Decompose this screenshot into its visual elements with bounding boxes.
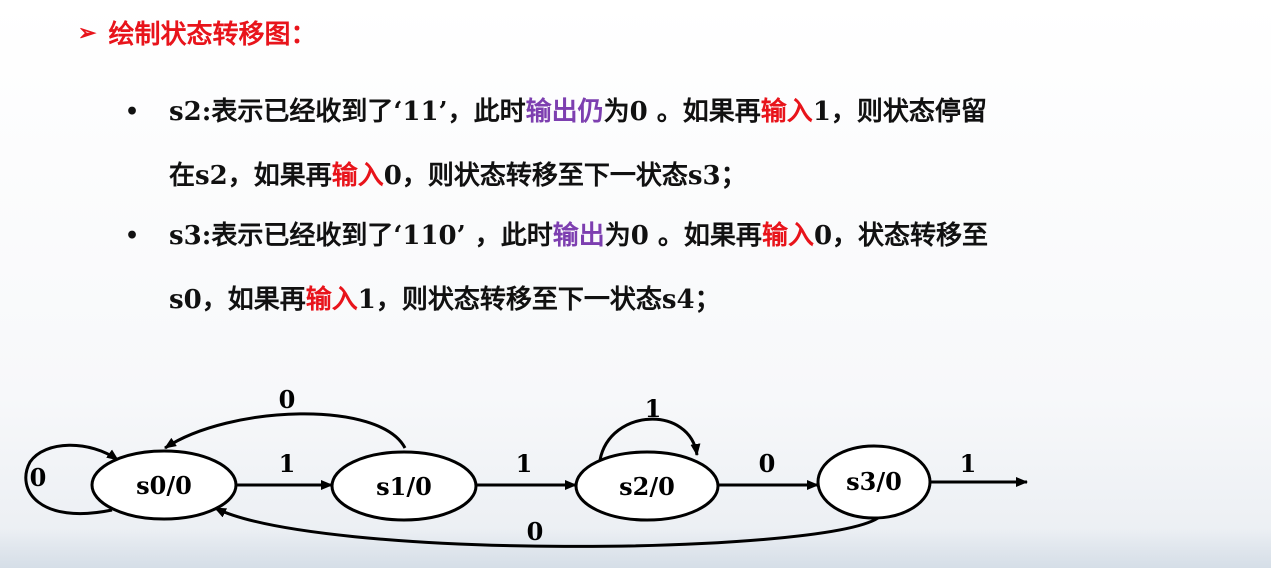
bullet-s2-line1: s2:表示已经收到了‘11’，此时输出仍为0 。如果再输入1，则状态停留 <box>125 80 1245 144</box>
input-highlight: 输入 <box>760 97 813 127</box>
heading-text: 绘制状态转移图： <box>108 20 317 50</box>
input-highlight: 输入 <box>331 161 384 191</box>
edge-s3-to-s0 <box>214 506 879 548</box>
state-label-s2: s2/0 <box>619 472 675 501</box>
edge-label-s3-out: 1 <box>960 449 977 478</box>
state-node-s0 <box>90 449 238 521</box>
state-node-s3 <box>816 444 932 520</box>
edge-label-s1-to-s0: 0 <box>279 385 296 414</box>
text-segment: 为0 。如果再 <box>603 97 761 127</box>
slide-heading: ➢ 绘制状态转移图： <box>78 14 316 51</box>
text-segment: s3:表示已经收到了‘110’ ，此时 <box>169 221 553 251</box>
bullet-dot-icon: • <box>125 223 140 249</box>
arrow-bullet-icon: ➢ <box>78 19 97 46</box>
state-label-s1: s1/0 <box>376 472 432 501</box>
edge-label-s3-to-s0: 0 <box>527 517 544 546</box>
text-segment: 在s2，如果再 <box>169 161 332 191</box>
edge-s1-to-s0 <box>164 412 407 450</box>
state-label-s0: s0/0 <box>136 471 192 500</box>
output-highlight: 输出仍 <box>525 97 604 127</box>
bullet-s2: • s2:表示已经收到了‘11’，此时输出仍为0 。如果再输入1，则状态停留 在… <box>125 80 1245 208</box>
edge-s2-self <box>598 417 701 461</box>
edge-label-s0-to-s1: 1 <box>279 449 296 478</box>
edge-s0-self <box>24 443 119 516</box>
output-highlight: 输出 <box>552 221 605 251</box>
text-segment: s2:表示已经收到了‘11’，此时 <box>169 97 526 127</box>
bullet-dot-icon: • <box>125 99 140 125</box>
bullet-s3-line1: s3:表示已经收到了‘110’ ，此时输出为0 。如果再输入0，状态转移至 <box>125 204 1245 268</box>
state-label-s3: s3/0 <box>846 467 902 496</box>
background-wave <box>0 528 1271 568</box>
text-segment: 0，则状态转移至下一状态s3； <box>383 161 747 191</box>
text-segment: 1，则状态转移至下一状态s4； <box>357 285 721 315</box>
text-segment: 0，状态转移至 <box>813 221 989 251</box>
edge-label-s2-self: 1 <box>645 394 662 423</box>
text-segment: s0，如果再 <box>169 285 306 315</box>
bullet-s2-line2: 在s2，如果再输入0，则状态转移至下一状态s3； <box>125 144 1245 208</box>
edge-label-s0-self: 0 <box>30 463 47 492</box>
edge-label-s2-to-s3: 0 <box>759 449 776 478</box>
text-segment: 1，则状态停留 <box>812 97 987 127</box>
bullet-s3: • s3:表示已经收到了‘110’ ，此时输出为0 。如果再输入0，状态转移至 … <box>125 204 1245 332</box>
state-node-s2 <box>574 450 720 522</box>
text-segment: 为0 。如果再 <box>604 221 762 251</box>
state-node-s1 <box>330 450 478 522</box>
input-highlight: 输入 <box>305 285 358 315</box>
input-highlight: 输入 <box>761 221 814 251</box>
bullet-s3-line2: s0，如果再输入1，则状态转移至下一状态s4； <box>125 268 1245 332</box>
edge-label-s1-to-s2: 1 <box>516 449 533 478</box>
